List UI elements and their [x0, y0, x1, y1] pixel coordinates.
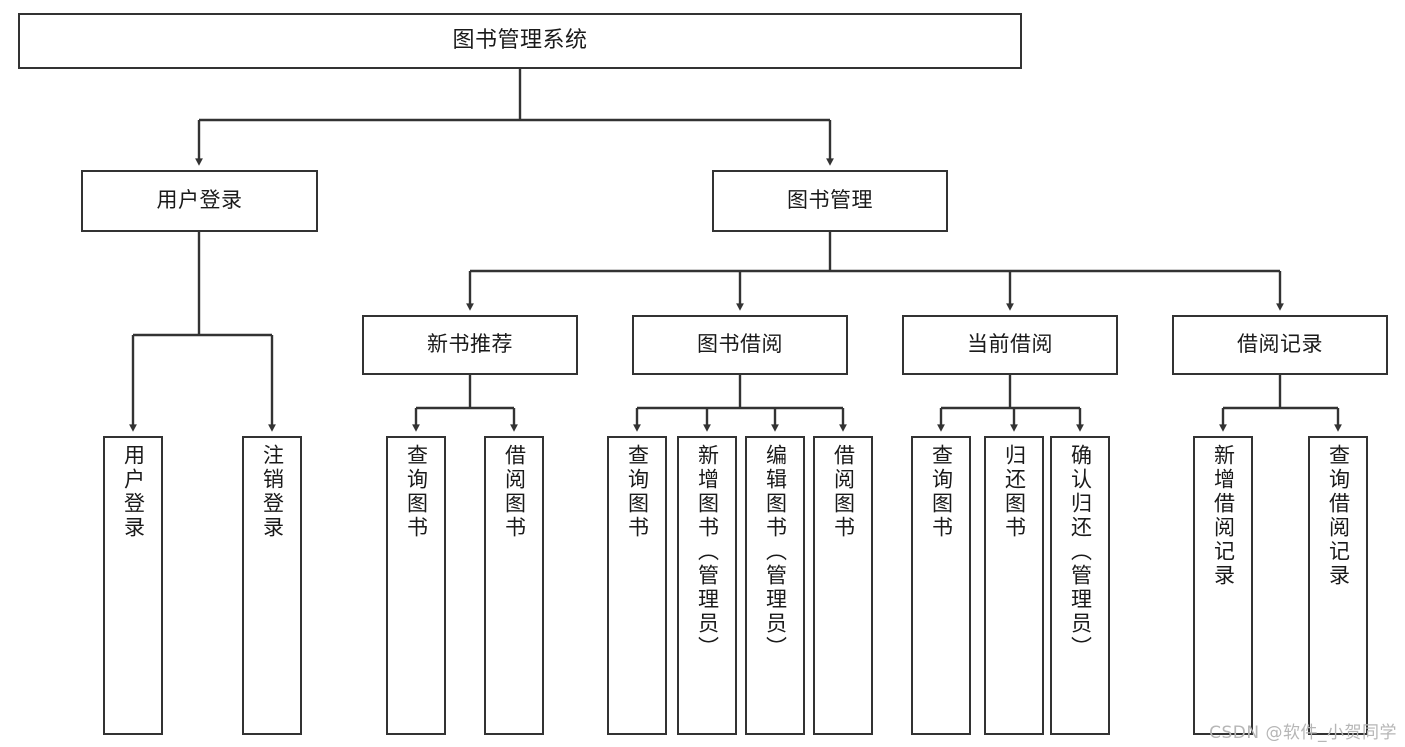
- node-label: 查询图书: [404, 444, 429, 540]
- node-book-borrow[interactable]: 图书借阅: [632, 315, 848, 375]
- node-leaf-user-logout[interactable]: 注销登录: [242, 436, 302, 735]
- node-label: 用户登录: [156, 188, 243, 213]
- node-book-manage[interactable]: 图书管理: [712, 170, 948, 232]
- node-label: 当前借阅: [967, 332, 1053, 357]
- node-label: 注销登录: [260, 444, 285, 540]
- node-leaf-return-book[interactable]: 归还图书: [984, 436, 1044, 735]
- node-label: 新书推荐: [427, 332, 513, 357]
- node-label: 借阅图书: [831, 444, 856, 540]
- node-label: 用户登录: [121, 444, 146, 540]
- node-label: 查询图书: [625, 444, 650, 540]
- node-label: 查询借阅记录: [1326, 444, 1351, 588]
- node-label: 新增借阅记录: [1211, 444, 1236, 588]
- node-leaf-user-login[interactable]: 用户登录: [103, 436, 163, 735]
- node-leaf-borrow-query-book[interactable]: 查询图书: [607, 436, 667, 735]
- node-leaf-query-borrow-record[interactable]: 查询借阅记录: [1308, 436, 1368, 735]
- node-label: 图书管理: [787, 188, 873, 213]
- node-label: 图书借阅: [697, 332, 783, 357]
- node-label: 借阅图书: [502, 444, 527, 540]
- node-current-borrow[interactable]: 当前借阅: [902, 315, 1118, 375]
- node-label: 图书管理系统: [452, 27, 588, 53]
- node-label: 确认归还（管理员）: [1068, 444, 1093, 660]
- node-leaf-rec-borrow-book[interactable]: 借阅图书: [484, 436, 544, 735]
- node-leaf-confirm-return-admin[interactable]: 确认归还（管理员）: [1050, 436, 1110, 735]
- node-label: 编辑图书（管理员）: [763, 444, 788, 660]
- node-leaf-rec-query-book[interactable]: 查询图书: [386, 436, 446, 735]
- node-leaf-add-book-admin[interactable]: 新增图书（管理员）: [677, 436, 737, 735]
- node-user-login[interactable]: 用户登录: [81, 170, 318, 232]
- node-new-book-rec[interactable]: 新书推荐: [362, 315, 578, 375]
- node-leaf-borrow-book[interactable]: 借阅图书: [813, 436, 873, 735]
- node-label: 查询图书: [929, 444, 954, 540]
- node-label: 借阅记录: [1237, 332, 1323, 357]
- node-label: 新增图书（管理员）: [695, 444, 720, 660]
- node-leaf-cur-query-book[interactable]: 查询图书: [911, 436, 971, 735]
- node-leaf-add-borrow-record[interactable]: 新增借阅记录: [1193, 436, 1253, 735]
- node-root-system[interactable]: 图书管理系统: [18, 13, 1022, 69]
- node-borrow-record[interactable]: 借阅记录: [1172, 315, 1388, 375]
- node-leaf-edit-book-admin[interactable]: 编辑图书（管理员）: [745, 436, 805, 735]
- csdn-watermark: CSDN @软件_小贺同学: [1209, 723, 1397, 743]
- node-label: 归还图书: [1002, 444, 1027, 540]
